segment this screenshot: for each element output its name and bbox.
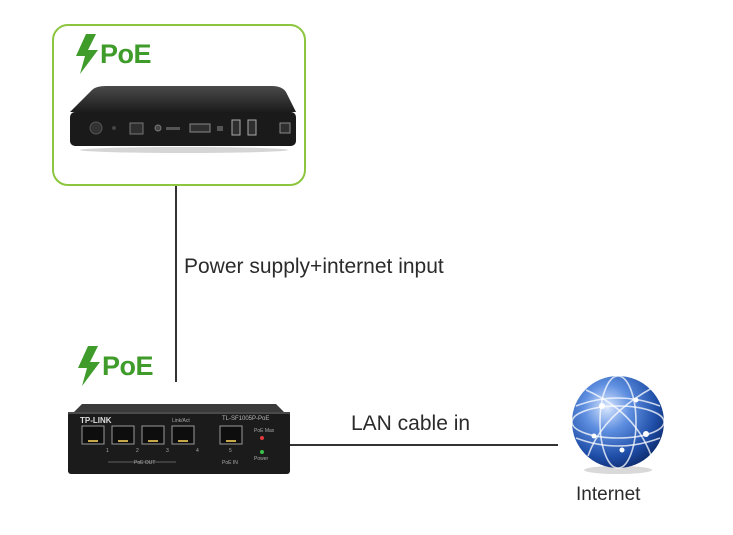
port-number: 5	[229, 448, 232, 454]
lightning-icon	[76, 34, 98, 74]
horizontal-link-label: LAN cable in	[351, 412, 471, 435]
horizontal-link-line	[290, 444, 558, 446]
internet-label: Internet	[576, 484, 641, 505]
switch-poe-out-label: PoE OUT	[134, 460, 156, 466]
switch-status-label: Link/Act	[172, 418, 190, 424]
port-number: 3	[166, 448, 169, 454]
poe-badge-label: PoE	[102, 350, 154, 381]
vertical-link-line	[175, 186, 177, 382]
port-number: 1	[106, 448, 109, 454]
poe-badge-switch: PoE	[76, 346, 154, 386]
poe-switch: TP-LINK TL-SF1005P-PoE Link/Act PoE Max …	[68, 404, 290, 476]
lightning-icon	[78, 346, 100, 386]
port-number: 2	[136, 448, 139, 454]
set-top-box	[70, 86, 296, 153]
poe-badge-top: PoE	[74, 34, 152, 74]
switch-power-label: Power	[254, 456, 269, 462]
port-number: 4	[196, 448, 199, 454]
switch-poe-max-label: PoE Max	[254, 428, 275, 434]
switch-brand: TP-LINK	[80, 416, 112, 425]
switch-poe-in-label: PoE IN	[222, 460, 238, 466]
globe-icon	[571, 375, 665, 474]
poe-badge-label: PoE	[100, 38, 152, 69]
vertical-link-label: Power supply+internet input	[184, 255, 444, 278]
switch-body	[68, 404, 290, 474]
switch-model: TL-SF1005P-PoE	[222, 416, 270, 422]
